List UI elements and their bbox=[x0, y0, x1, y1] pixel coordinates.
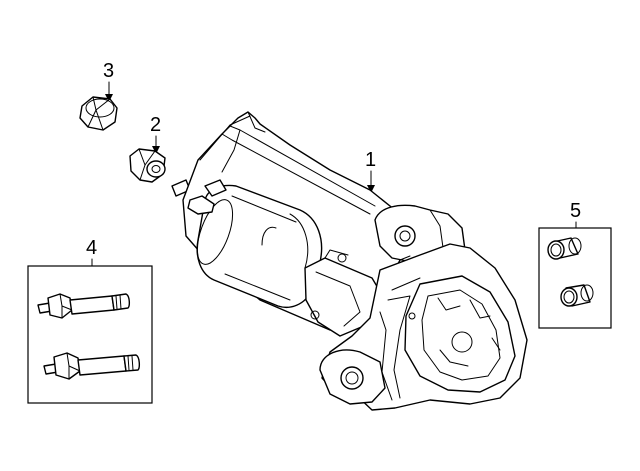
bolts-box bbox=[27, 265, 153, 404]
callout-1-label: 1 bbox=[365, 149, 376, 171]
callout-3-label: 3 bbox=[103, 60, 114, 82]
nut-small[interactable] bbox=[129, 148, 166, 183]
callout-5-label: 5 bbox=[570, 200, 581, 222]
callout-4[interactable]: 4 bbox=[86, 237, 97, 267]
callout-1[interactable]: 1 bbox=[365, 149, 376, 193]
callout-4-label: 4 bbox=[86, 237, 97, 259]
callout-2-label: 2 bbox=[150, 114, 161, 136]
sleeves-box bbox=[538, 227, 612, 329]
sleeve-upper[interactable] bbox=[547, 237, 582, 260]
flange-nut-large[interactable] bbox=[79, 96, 118, 131]
sleeve-lower[interactable] bbox=[560, 284, 594, 307]
callout-5[interactable]: 5 bbox=[570, 200, 581, 229]
bolt-upper[interactable] bbox=[37, 293, 131, 319]
callout-2[interactable]: 2 bbox=[150, 114, 161, 154]
starter-motor[interactable] bbox=[171, 111, 528, 411]
bolt-lower[interactable] bbox=[43, 352, 141, 380]
callout-3[interactable]: 3 bbox=[103, 60, 114, 102]
